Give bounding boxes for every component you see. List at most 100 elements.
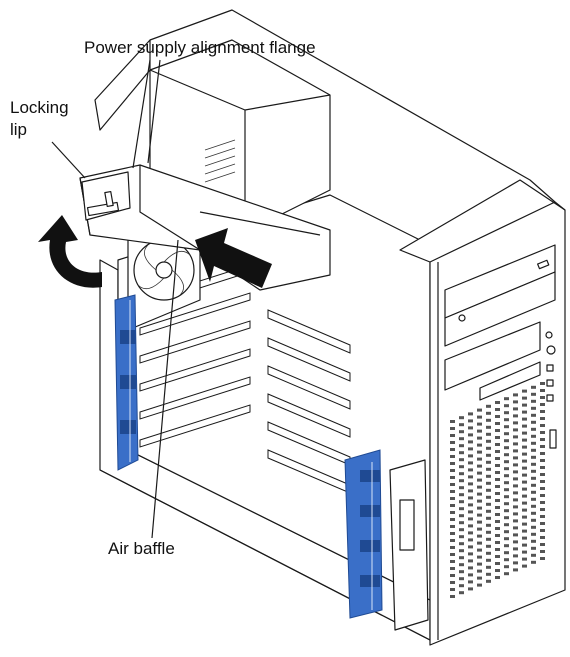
vent-hole — [459, 458, 464, 461]
vent-hole — [477, 507, 482, 510]
vent-hole — [504, 474, 509, 477]
vent-hole — [504, 446, 509, 449]
vent-hole — [540, 431, 545, 434]
vent-hole — [450, 483, 455, 486]
vent-hole — [504, 481, 509, 484]
vent-hole — [531, 512, 536, 515]
vent-hole — [522, 390, 527, 393]
vent-hole — [450, 574, 455, 577]
vent-hole — [450, 525, 455, 528]
vent-hole — [495, 464, 500, 467]
vent-hole — [531, 407, 536, 410]
vent-hole — [531, 393, 536, 396]
vent-hole — [450, 490, 455, 493]
vent-hole — [459, 437, 464, 440]
vent-hole — [522, 523, 527, 526]
vent-hole — [531, 449, 536, 452]
vent-hole — [522, 495, 527, 498]
vent-hole — [477, 430, 482, 433]
vent-hole — [504, 404, 509, 407]
vent-hole — [531, 470, 536, 473]
vent-hole — [486, 580, 491, 583]
vent-hole — [504, 572, 509, 575]
vent-hole — [459, 472, 464, 475]
vent-hole — [504, 467, 509, 470]
vent-hole — [513, 526, 518, 529]
vent-hole — [495, 415, 500, 418]
vent-hole — [495, 485, 500, 488]
vent-hole — [495, 548, 500, 551]
vent-hole — [477, 514, 482, 517]
vent-hole — [513, 421, 518, 424]
vent-hole — [540, 494, 545, 497]
vent-hole — [540, 501, 545, 504]
power-supply-flange-label: Power supply alignment flange — [84, 38, 316, 58]
vent-hole — [531, 533, 536, 536]
vent-hole — [486, 475, 491, 478]
vent-hole — [486, 566, 491, 569]
vent-hole — [486, 419, 491, 422]
vent-hole — [450, 588, 455, 591]
vent-hole — [513, 561, 518, 564]
vent-hole — [468, 510, 473, 513]
vent-hole — [459, 423, 464, 426]
vent-hole — [468, 503, 473, 506]
card-guide-right — [345, 450, 382, 618]
vent-hole — [468, 573, 473, 576]
vent-hole — [477, 577, 482, 580]
vent-hole — [495, 422, 500, 425]
vent-hole — [459, 556, 464, 559]
vent-hole — [504, 432, 509, 435]
vent-hole — [486, 559, 491, 562]
vent-hole — [477, 437, 482, 440]
vent-hole — [522, 439, 527, 442]
vent-hole — [486, 545, 491, 548]
vent-hole — [486, 433, 491, 436]
vent-hole — [504, 558, 509, 561]
vent-hole — [450, 420, 455, 423]
vent-hole — [459, 479, 464, 482]
vent-hole — [522, 502, 527, 505]
vent-hole — [513, 519, 518, 522]
vent-hole — [450, 455, 455, 458]
vent-hole — [468, 517, 473, 520]
vent-hole — [468, 587, 473, 590]
vent-hole — [459, 500, 464, 503]
vent-hole — [531, 386, 536, 389]
vent-hole — [495, 457, 500, 460]
vent-hole — [540, 382, 545, 385]
vent-hole — [486, 531, 491, 534]
vent-hole — [459, 493, 464, 496]
vent-hole — [459, 584, 464, 587]
vent-hole — [468, 552, 473, 555]
vent-hole — [468, 496, 473, 499]
vent-hole — [540, 424, 545, 427]
vent-hole — [450, 462, 455, 465]
vent-hole — [540, 536, 545, 539]
vent-hole — [540, 403, 545, 406]
vent-hole — [486, 405, 491, 408]
vent-hole — [450, 476, 455, 479]
vent-hole — [495, 569, 500, 572]
vent-hole — [459, 451, 464, 454]
vent-hole — [531, 463, 536, 466]
vent-hole — [477, 556, 482, 559]
vent-hole — [477, 542, 482, 545]
vent-hole — [486, 573, 491, 576]
vent-hole — [477, 472, 482, 475]
vent-hole — [486, 517, 491, 520]
vent-hole — [531, 540, 536, 543]
vent-hole — [504, 516, 509, 519]
vent-hole — [495, 471, 500, 474]
vent-hole — [513, 498, 518, 501]
vent-hole — [450, 595, 455, 598]
vent-hole — [450, 567, 455, 570]
vent-hole — [459, 591, 464, 594]
vent-hole — [522, 397, 527, 400]
vent-hole — [504, 495, 509, 498]
vent-hole — [468, 461, 473, 464]
vent-hole — [477, 416, 482, 419]
vent-hole — [486, 538, 491, 541]
vent-hole — [459, 563, 464, 566]
vent-hole — [531, 491, 536, 494]
